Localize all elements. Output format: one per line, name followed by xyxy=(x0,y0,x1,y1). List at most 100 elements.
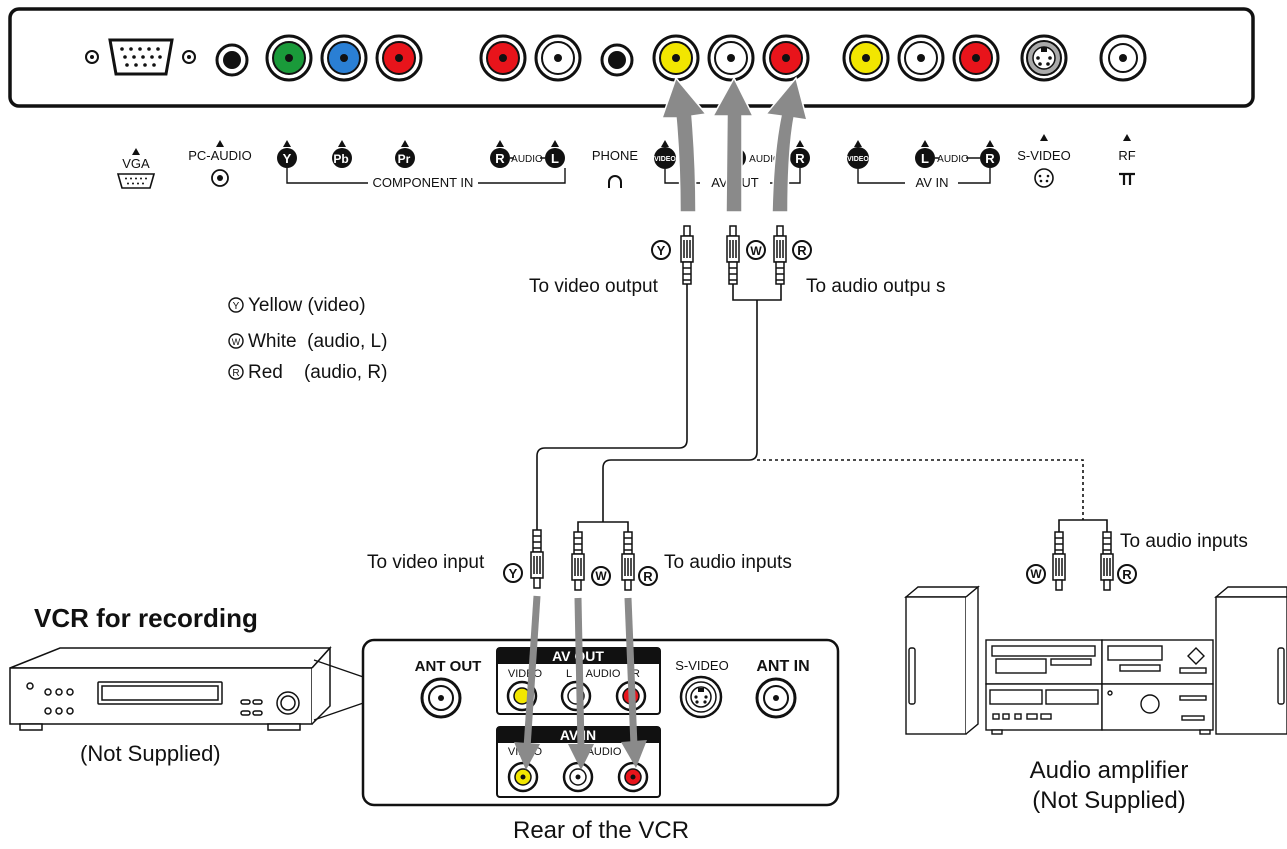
av-out-audio-l-jack[interactable] xyxy=(707,34,755,82)
av-in-audio-label: AUDIO xyxy=(937,154,969,165)
phone-jack[interactable] xyxy=(600,43,634,77)
badge-l-in: L xyxy=(915,148,935,168)
to-video-input-label: To video input xyxy=(367,552,485,573)
vcr-av-in-audio-l-jack[interactable] xyxy=(562,761,594,793)
s-video-icon xyxy=(1034,168,1054,188)
color-legend: Y Yellow (video) W White (audio, L) R Re… xyxy=(228,295,387,383)
badge-w-bottom: W xyxy=(591,566,611,586)
rca-plug-audio-r-bottom xyxy=(621,531,635,591)
badge-y: Y xyxy=(277,148,297,168)
audio-jack-icon xyxy=(211,169,229,187)
badge-w-top: W xyxy=(746,240,766,260)
left-speaker xyxy=(904,585,980,735)
to-video-output-label: To video output xyxy=(529,276,659,297)
av-in-audio-l-jack[interactable] xyxy=(897,34,945,82)
vcr-s-video-jack[interactable] xyxy=(679,675,723,719)
rca-plug-video-bottom xyxy=(530,529,544,589)
ant-out-jack[interactable] xyxy=(420,677,462,719)
arrow-audio-r-down xyxy=(621,597,647,768)
phone-label: PHONE xyxy=(592,148,639,163)
vcr-not-supplied: (Not Supplied) xyxy=(80,741,221,766)
vga-port[interactable] xyxy=(85,38,196,76)
to-audio-inputs-vcr-label: To audio inputs xyxy=(664,552,792,573)
upward-arrows xyxy=(660,76,809,213)
pc-audio-jack[interactable] xyxy=(215,43,249,77)
vcr-front xyxy=(9,646,332,731)
svg-text:Pb: Pb xyxy=(333,152,348,166)
tv-port-labels: VGA PC-AUDIO Y Pb Pr R AUDIO L COMPONENT… xyxy=(116,134,1136,190)
vcr-buttons xyxy=(26,682,300,716)
component-y-jack[interactable] xyxy=(265,34,313,82)
rca-plug-audio-r-top xyxy=(773,225,787,285)
badge-video-out: VIDEO xyxy=(654,147,676,169)
rca-plug-audio-l-top xyxy=(726,225,740,285)
badge-video-in: VIDEO xyxy=(847,147,869,169)
arrow-audio-l-down xyxy=(568,597,594,770)
vcr-av-out-audio-l-jack[interactable] xyxy=(560,680,592,712)
component-pb-jack[interactable] xyxy=(320,34,368,82)
rca-plug-amp-l xyxy=(1052,531,1066,591)
av-in-video-jack[interactable] xyxy=(842,34,890,82)
badge-w-amp: W xyxy=(1026,564,1046,584)
ant-in-jack[interactable] xyxy=(755,677,797,719)
antenna-icon xyxy=(1119,172,1135,185)
svg-text:VIDEO: VIDEO xyxy=(847,156,869,163)
svg-text:L: L xyxy=(921,151,929,166)
badge-r-top: R xyxy=(792,240,812,260)
rca-plug-video-top xyxy=(680,225,694,285)
arrow-audio-r-up xyxy=(764,76,809,213)
vcr-l-out-label: L xyxy=(566,668,572,680)
component-audio-r-jack[interactable] xyxy=(479,34,527,82)
s-video-jack[interactable] xyxy=(1020,34,1068,82)
vcr-title: VCR for recording xyxy=(34,603,258,633)
badge-r-in: R xyxy=(980,148,1000,168)
av-in-audio-r-jack[interactable] xyxy=(952,34,1000,82)
tv-rear-panel xyxy=(8,7,1255,108)
badge-pb: Pb xyxy=(332,148,352,168)
rf-label: RF xyxy=(1118,148,1135,163)
svg-text:R: R xyxy=(985,151,995,166)
av-out-audio-r-jack[interactable] xyxy=(762,34,810,82)
vcr-rear-caption: Rear of the VCR xyxy=(513,817,689,844)
downward-arrows xyxy=(514,595,647,770)
vga-icon xyxy=(116,173,156,189)
svg-text:W: W xyxy=(750,244,762,258)
svg-text:Pr: Pr xyxy=(398,152,411,166)
vcr-av-in-video-jack[interactable] xyxy=(507,761,539,793)
svg-text:White (audio, L): White (audio, L) xyxy=(248,331,387,352)
amp-plugs xyxy=(1052,531,1114,591)
legend-yellow: Y Yellow (video) xyxy=(228,295,366,316)
component-audio-l-jack[interactable] xyxy=(534,34,582,82)
svg-text:R: R xyxy=(795,151,805,166)
top-plugs: Y W R xyxy=(651,225,812,285)
vcr-audio-out-label: AUDIO xyxy=(586,668,621,680)
vcr-s-video-label: S-VIDEO xyxy=(675,658,728,673)
component-pr-jack[interactable] xyxy=(375,34,423,82)
svg-text:Y: Y xyxy=(509,566,518,581)
svg-text:Y: Y xyxy=(233,301,240,312)
vcr-rear-panel: ANT OUT AV OUT VIDEO L AUDIO R AV IN VID… xyxy=(361,638,840,807)
badge-r-amp: R xyxy=(1117,564,1137,584)
av-out-audio-label: AUDIO xyxy=(749,154,781,165)
vcr-av-in-audio-r-jack[interactable] xyxy=(617,761,649,793)
svg-text:W: W xyxy=(232,337,241,347)
badge-l-component: L xyxy=(545,148,565,168)
cable-wires xyxy=(536,284,1108,532)
rf-jack[interactable] xyxy=(1099,34,1147,82)
vcr-video-out-label: VIDEO xyxy=(508,668,543,680)
bottom-plugs-vcr xyxy=(530,529,635,591)
av-in-bracket xyxy=(857,168,991,184)
ant-out-label: ANT OUT xyxy=(415,658,482,675)
svg-text:R: R xyxy=(643,569,653,584)
badge-pr: Pr xyxy=(395,148,415,168)
vcr-audio-in-label: AUDIO xyxy=(587,746,622,758)
svg-text:L: L xyxy=(551,151,559,166)
svg-text:W: W xyxy=(1030,567,1042,581)
av-in-label: AV IN xyxy=(916,175,949,190)
badge-r-out: R xyxy=(790,148,810,168)
audio-amplifier-system xyxy=(904,585,1287,735)
svg-text:Yellow (video): Yellow (video) xyxy=(248,295,366,316)
svg-text:R: R xyxy=(1122,567,1132,582)
av-out-video-jack[interactable] xyxy=(652,34,700,82)
amplifier-title: Audio amplifier xyxy=(1030,757,1189,784)
